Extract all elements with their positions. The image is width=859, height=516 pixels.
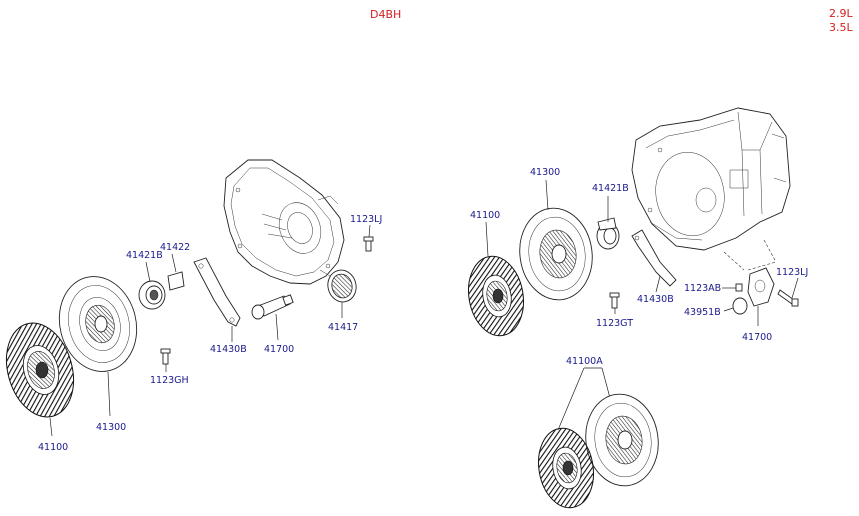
right-cylinder-41700 [747, 267, 775, 326]
right-bearing-41421b [596, 196, 620, 250]
displacement-label-1: 2.9L [829, 7, 853, 20]
left-boot-41417 [327, 269, 357, 318]
right-transmission-case [631, 107, 791, 271]
label-41100-left: 41100 [38, 442, 68, 453]
left-bearing-41421b [138, 261, 166, 310]
label-1123gh-left: 1123GH [150, 375, 189, 386]
engine-code-label: D4BH [370, 8, 401, 21]
right-clutch-disc-41100 [468, 221, 524, 337]
label-1123lj-left: 1123LJ [350, 214, 382, 225]
right-clutch-assembly: 41300 41421B 41100 41430B [468, 107, 808, 509]
label-41430b-right: 41430B [637, 294, 674, 305]
label-41700-left: 41700 [264, 344, 294, 355]
label-41422-left: 41422 [160, 242, 190, 253]
left-clutch-disc-41100 [6, 322, 74, 437]
label-43951b-right: 43951B [684, 307, 721, 318]
right-bolt-1123lj [777, 277, 799, 307]
label-41417-left: 41417 [328, 322, 358, 333]
left-pressure-plate-41300 [58, 276, 138, 417]
right-pressure-plate-41300 [519, 179, 593, 301]
right-bolt-1123gt [609, 292, 620, 314]
right-cap-43951b [723, 297, 748, 315]
label-41430b-left: 41430B [210, 344, 247, 355]
label-41300-left: 41300 [96, 422, 126, 433]
right-bolt-1123ab [722, 283, 743, 292]
label-41100a-right: 41100A [566, 356, 603, 367]
label-1123gt-right: 1123GT [596, 318, 633, 329]
right-clutch-kit-41100a [538, 367, 659, 509]
left-bolt-1123lj [363, 224, 374, 252]
left-bolt-1123gh [160, 348, 171, 372]
label-41421b-left: 41421B [126, 250, 163, 261]
left-cylinder-41700 [251, 294, 294, 341]
displacement-label-2: 3.5L [829, 21, 853, 34]
label-41700-right: 41700 [742, 332, 772, 343]
label-1123lj-right: 1123LJ [776, 267, 808, 278]
label-1123ab-right: 1123AB [684, 283, 721, 294]
left-clip-41422 [167, 253, 185, 291]
label-41421b-right: 41421B [592, 183, 629, 194]
left-clutch-assembly: 1123LJ 41417 41430B 41700 414 [6, 159, 382, 453]
left-bell-housing [223, 159, 345, 285]
right-fork-41430b [631, 229, 677, 293]
label-41100-right: 41100 [470, 210, 500, 221]
left-fork-41430b [193, 257, 241, 342]
label-41300-right: 41300 [530, 167, 560, 178]
